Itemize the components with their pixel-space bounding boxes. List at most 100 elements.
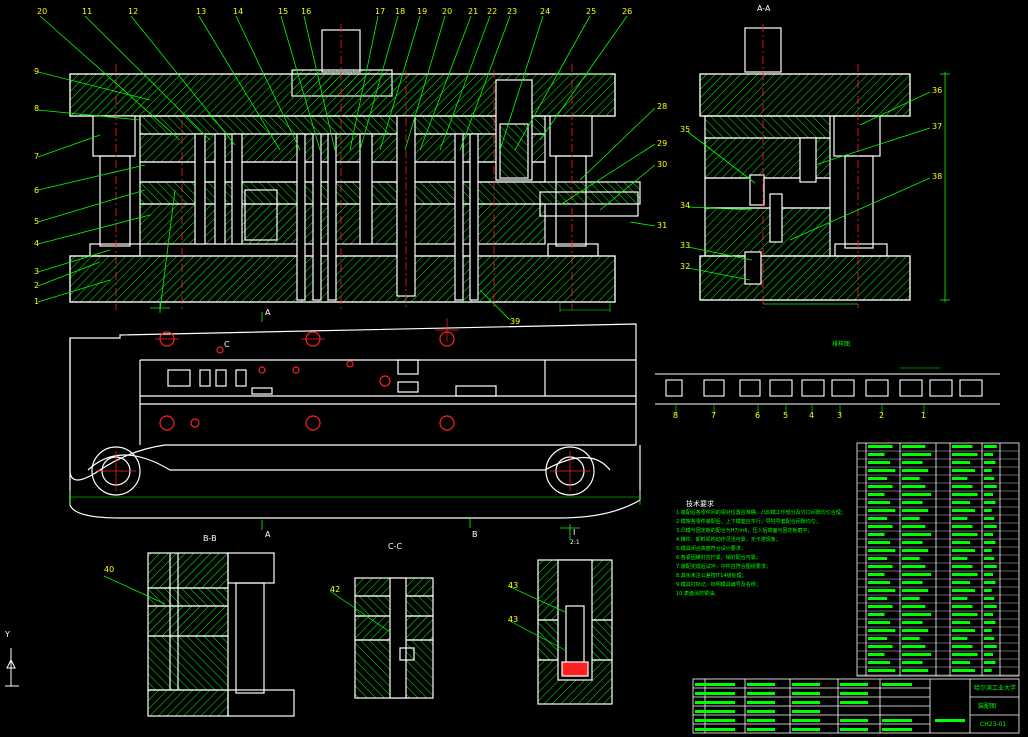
part-number-left: 3 <box>34 267 40 276</box>
ucs-icon <box>5 648 19 687</box>
table-cell <box>984 477 995 480</box>
table-cell <box>984 605 997 608</box>
part-number-right: 31 <box>657 221 668 230</box>
table-cell <box>868 589 896 592</box>
table-cell <box>868 485 893 488</box>
table-cell <box>984 581 996 584</box>
title-block-cell <box>935 719 965 722</box>
table-cell <box>984 501 996 504</box>
title-block-cell <box>792 719 820 722</box>
table-cell <box>952 629 975 632</box>
title-block-cell <box>792 710 820 713</box>
cc-view <box>354 577 434 699</box>
table-cell <box>952 637 968 640</box>
part-number-section-aa: 35 <box>680 125 691 134</box>
note-line: 6.各紧固螺钉应拧紧，销钉配合可靠； <box>676 555 761 561</box>
table-cell <box>868 597 888 600</box>
table-cell <box>952 485 973 488</box>
strip-station-label: 2 <box>879 411 885 420</box>
part-number-top: 26 <box>622 7 633 16</box>
table-cell <box>902 573 932 576</box>
table-cell <box>902 501 923 504</box>
table-cell <box>902 669 929 672</box>
table-cell <box>868 661 890 664</box>
table-cell <box>902 597 920 600</box>
table-cell <box>902 557 920 560</box>
table-cell <box>902 485 926 488</box>
table-cell <box>952 581 970 584</box>
part-number-top: 21 <box>468 7 479 16</box>
table-cell <box>984 549 992 552</box>
table-cell <box>902 589 929 592</box>
title-block-cell <box>840 719 868 722</box>
table-cell <box>868 517 888 520</box>
strip-station-label: 3 <box>837 411 843 420</box>
table-cell <box>868 581 890 584</box>
notes-lines: 1.装配后各零件间的相对位置应准确，凸凹模工作部分及刃口间隙均匀合理；2.模架各… <box>676 509 856 599</box>
title-block-cell <box>707 692 735 695</box>
strip-station-label: 1 <box>921 411 927 420</box>
note-line: 2.模架各零件装配后，上下模座应平行，导柱导套配合间隙均匀； <box>676 519 821 525</box>
parts-list-table <box>856 442 1020 677</box>
table-cell <box>902 645 926 648</box>
table-cell <box>952 589 975 592</box>
title-block-cell <box>840 683 868 686</box>
table-cell <box>868 621 890 624</box>
title-block-cell <box>747 719 775 722</box>
part-number-top: 16 <box>301 7 312 16</box>
title-block <box>692 678 1020 734</box>
strip-station-label: 8 <box>673 411 679 420</box>
table-cell <box>952 517 968 520</box>
aa-view <box>699 27 911 301</box>
section-markers <box>150 303 580 540</box>
section-bb-label: B-B <box>203 534 217 543</box>
table-cell <box>984 645 997 648</box>
table-cell <box>902 445 926 448</box>
view-marker-a-bottom: A <box>265 530 271 539</box>
view-marker-b: B <box>472 530 478 539</box>
part-number-top: 13 <box>196 7 207 16</box>
table-cell <box>868 565 893 568</box>
plan-centerlines <box>96 318 590 491</box>
table-cell <box>952 469 975 472</box>
part-number-left: 1 <box>34 297 40 306</box>
table-cell <box>984 557 995 560</box>
ucs-y-label: Y <box>5 630 10 639</box>
table-cell <box>902 629 929 632</box>
part-number-section: 43 <box>508 615 519 624</box>
part-number-right: 39 <box>510 317 521 326</box>
table-cell <box>868 637 888 640</box>
table-cell <box>902 533 932 536</box>
table-cell <box>952 493 978 496</box>
detail-i-view <box>537 559 613 705</box>
table-cell <box>984 637 995 640</box>
title-block-cell <box>747 728 775 731</box>
part-number-section-aa: 38 <box>932 172 943 181</box>
bb-view <box>147 552 295 717</box>
note-line: 3.凸模与固定板的配合为H7/m6，压入后端面与固定板磨平； <box>676 528 813 534</box>
table-cell <box>952 477 968 480</box>
table-cell <box>984 509 992 512</box>
title-block-cell <box>792 728 820 731</box>
part-number-left: 2 <box>34 281 40 290</box>
strip-layout-title: 排样图 <box>832 341 851 348</box>
part-number-top: 17 <box>375 7 386 16</box>
table-cell <box>868 461 890 464</box>
table-cell <box>984 661 996 664</box>
table-cell <box>868 557 888 560</box>
table-cell <box>984 445 997 448</box>
part-number-top: 24 <box>540 7 551 16</box>
table-cell <box>952 669 975 672</box>
table-cell <box>902 477 920 480</box>
table-cell <box>952 645 973 648</box>
table-cell <box>952 509 975 512</box>
table-cell <box>902 653 932 656</box>
part-number-left: 7 <box>34 152 40 161</box>
part-number-section: 43 <box>508 581 519 590</box>
title-block-cell <box>707 683 735 686</box>
section-cc-label: C-C <box>388 542 403 551</box>
title-block-cell <box>840 728 868 731</box>
aa-centerlines <box>762 24 859 308</box>
title-block-cell <box>882 728 912 731</box>
table-cell <box>952 613 978 616</box>
